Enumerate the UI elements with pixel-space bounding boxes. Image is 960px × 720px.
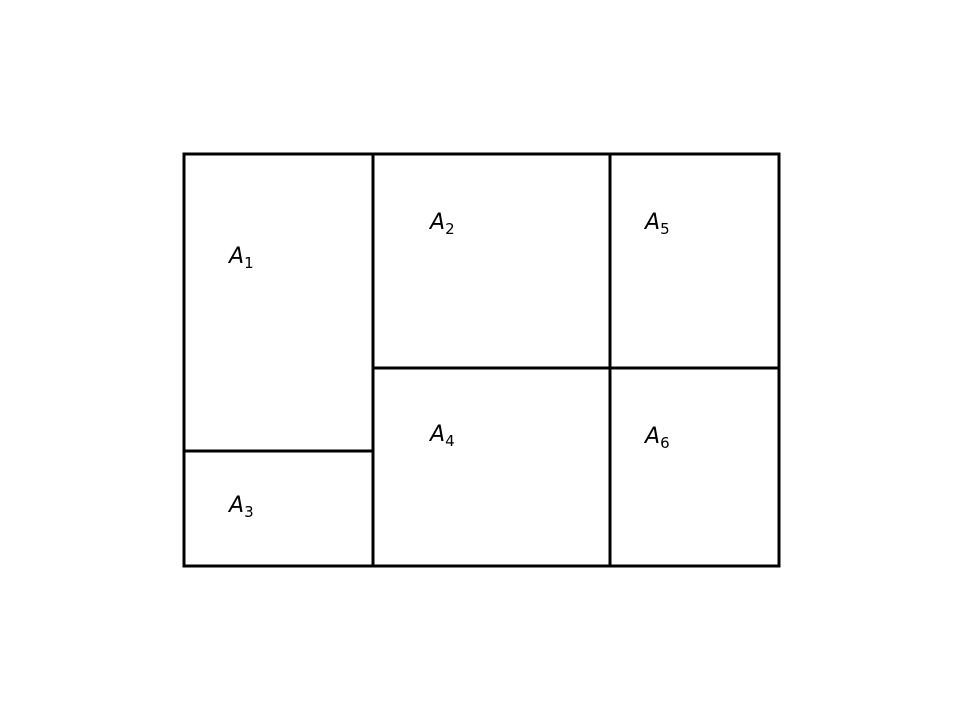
region-label-a2: A2 <box>428 210 455 238</box>
region-label-a3: A3 <box>227 493 254 521</box>
region-label-a6: A6 <box>643 424 670 452</box>
region-label-a5: A5 <box>643 210 670 238</box>
outer-boundary <box>182 152 781 568</box>
region-label-a1: A1 <box>227 244 254 272</box>
region-label-a4: A4 <box>428 422 455 450</box>
